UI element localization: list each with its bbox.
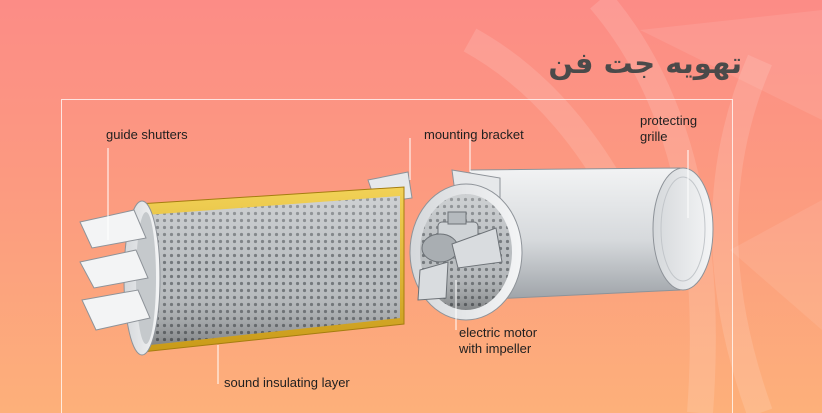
guide-shutters xyxy=(79,209,151,331)
perforated-silencer-drum xyxy=(146,196,400,345)
protecting-grille-housing xyxy=(469,167,714,301)
label-electric-motor-line2: with impeller xyxy=(459,341,532,356)
label-guide-shutters: guide shutters xyxy=(106,127,188,142)
leader-lines xyxy=(107,138,689,384)
page-title: تهویه جت فن xyxy=(548,46,742,80)
label-mounting-bracket: mounting bracket xyxy=(424,127,524,142)
label-sound-insulating-layer: sound insulating layer xyxy=(224,375,350,390)
diagram-frame xyxy=(61,99,733,413)
electric-motor-with-impeller xyxy=(417,211,503,301)
label-electric-motor: electric motor with impeller xyxy=(459,325,537,357)
label-protecting-grille: protecting grille xyxy=(640,113,697,145)
label-protecting-grille-line1: protecting xyxy=(640,113,698,128)
label-electric-motor-line1: electric motor xyxy=(459,325,538,340)
label-protecting-grille-line2: grille xyxy=(640,129,668,144)
